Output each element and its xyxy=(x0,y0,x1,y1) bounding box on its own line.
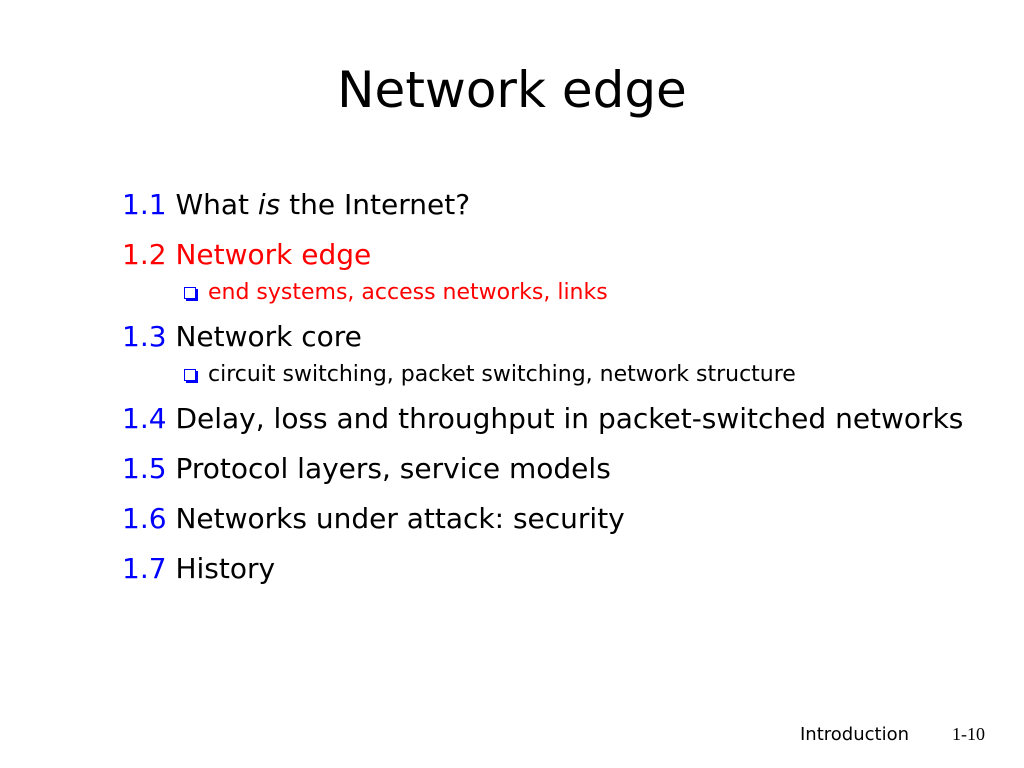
toc-item-1-2: 1.2 Network edge xyxy=(122,236,982,274)
section-number: 1.1 xyxy=(122,188,167,221)
toc-item-1-3: 1.3 Network core xyxy=(122,318,982,356)
section-number: 1.5 xyxy=(122,452,167,485)
toc-item-1-7: 1.7 History xyxy=(122,550,982,588)
section-text-emphasis: is xyxy=(257,188,281,221)
section-text: Network edge xyxy=(175,238,372,271)
section-text: Protocol layers, service models xyxy=(175,452,611,485)
section-text: Delay, loss and throughput in packet-swi… xyxy=(175,402,964,435)
section-number: 1.3 xyxy=(122,320,167,353)
section-number: 1.2 xyxy=(122,238,167,271)
toc-subitem-1-2: end systems, access networks, links xyxy=(184,278,982,308)
toc-item-1-5: 1.5 Protocol layers, service models xyxy=(122,450,982,488)
page-number: 1-10 xyxy=(952,724,985,744)
section-text-part: the Internet? xyxy=(280,188,471,221)
slide-title: Network edge xyxy=(337,61,687,119)
section-text: Networks under attack: security xyxy=(175,502,625,535)
square-bullet-icon xyxy=(184,287,196,299)
toc-item-1-4: 1.4 Delay, loss and throughput in packet… xyxy=(122,400,982,438)
square-bullet-icon xyxy=(184,369,196,381)
toc-subitem-1-3: circuit switching, packet switching, net… xyxy=(184,360,982,390)
section-text-part: What xyxy=(175,188,258,221)
toc-item-1-1: 1.1 What is the Internet? xyxy=(122,186,982,224)
section-text: History xyxy=(175,552,276,585)
table-of-contents: 1.1 What is the Internet? 1.2 Network ed… xyxy=(122,186,982,600)
subitem-text: end systems, access networks, links xyxy=(208,280,608,305)
section-number: 1.6 xyxy=(122,502,167,535)
section-number: 1.4 xyxy=(122,402,167,435)
footer-label: Introduction xyxy=(800,724,910,745)
subitem-text: circuit switching, packet switching, net… xyxy=(208,362,796,387)
toc-item-1-6: 1.6 Networks under attack: security xyxy=(122,500,982,538)
section-number: 1.7 xyxy=(122,552,167,585)
section-text: Network core xyxy=(175,320,362,353)
section-text: What is the Internet? xyxy=(175,188,470,221)
